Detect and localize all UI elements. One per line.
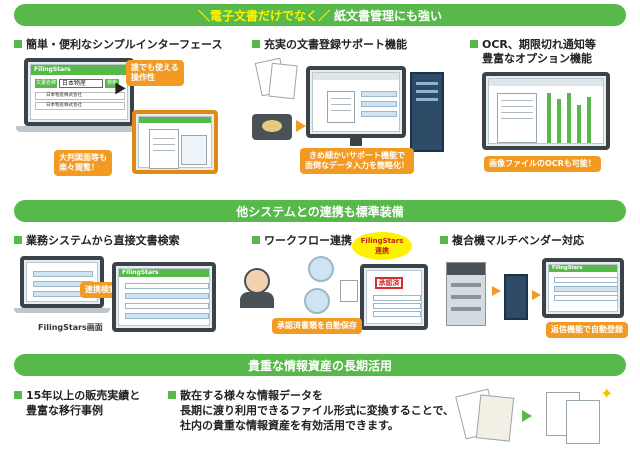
app-header: FilingStars: [31, 65, 127, 75]
sparkle-icon: ✦: [600, 384, 614, 403]
green-square-icon: [252, 236, 260, 244]
arrow-right-icon: [532, 290, 541, 300]
result-row[interactable]: 日本物産株式会社: [35, 102, 125, 110]
scanner-icon: [252, 114, 292, 140]
feature-direct-search-title: 業務システムから直接文書検索: [14, 234, 180, 248]
callout-large-drawings: 大判図面等も楽々閲覧！: [54, 150, 112, 176]
paper-document-icon: [268, 62, 298, 100]
paper-document-icon: [340, 280, 358, 302]
banner-system-integration: 他システムとの連携も標準装備: [14, 200, 626, 222]
sales-record-text: 15年以上の販売実績と 豊富な移行事例: [14, 388, 140, 418]
search-tab[interactable]: 文書名称: [35, 79, 57, 88]
user-avatar-icon: [244, 268, 270, 294]
paper-document-icon: [475, 394, 515, 442]
ocr-screen: [482, 72, 610, 150]
laptop-base: [16, 126, 142, 132]
green-square-icon: [14, 236, 22, 244]
viewer-header: [139, 117, 211, 123]
laptop-screen: FilingStars 文書名称 日本物産 検索 日本物産株式会社 日本物産株式…: [24, 58, 134, 126]
feature-ocr-title: OCR、期限切れ通知等 豊富なオプション機能: [470, 38, 596, 66]
arrow-right-icon: [492, 286, 501, 296]
arrow-right-icon: [296, 120, 306, 132]
filingstars-screen: FilingStars: [112, 262, 216, 332]
drawing-sheet: [181, 135, 207, 165]
green-square-icon: [168, 391, 176, 399]
approver-avatar-icon: [308, 256, 334, 282]
callout-easy-operation: 誰でも使える操作性: [126, 60, 184, 86]
data-conversion-text: 散在する様々な情報データを 長期に渡り利用できるファイル形式に変換することで、 …: [168, 388, 454, 433]
registration-screen: [306, 66, 406, 138]
banner-middle-text: 他システムとの連携も標準装備: [236, 204, 404, 219]
search-button[interactable]: 検索: [105, 79, 119, 88]
approved-stamp: 承認済: [375, 277, 403, 289]
callout-input-support: きめ細かいサポート機能で面倒なデータ入力を簡略化！: [300, 148, 414, 174]
laptop-base: [14, 308, 110, 313]
callout-auto-save: 承認済書類を自動保存: [272, 318, 362, 334]
filingstars-screen-caption: FilingStars画面: [38, 323, 103, 332]
banner-top-main: 紙文書管理にも強い: [334, 8, 443, 23]
green-square-icon: [252, 40, 260, 48]
server-tower-icon: [410, 72, 444, 152]
callout-ocr: 画像ファイルのOCRも可能！: [484, 156, 601, 172]
user-body-icon: [240, 292, 274, 308]
converted-document-icon: [566, 400, 600, 444]
mfp-filingstars-screen: FilingStars: [542, 258, 624, 318]
green-square-icon: [440, 236, 448, 244]
multifunction-printer-icon: [446, 262, 486, 326]
banner-top-prefix: ＼電子文書だけでなく／: [197, 8, 330, 23]
filingstars-logo: FilingStars: [34, 66, 71, 73]
arrow-right-icon: [522, 410, 532, 422]
result-row[interactable]: 日本物産株式会社: [35, 92, 125, 100]
green-square-icon: [14, 391, 22, 399]
server-tower-icon: [504, 274, 528, 320]
workflow-screen: 承認済: [360, 264, 428, 330]
feature-mfp-title: 複合機マルチベンダー対応: [440, 234, 584, 248]
monitor-stand: [350, 138, 362, 146]
feature-registration-title: 充実の文書登録サポート機能: [252, 38, 407, 52]
drawing-document: [149, 129, 179, 169]
search-field[interactable]: 日本物産: [59, 79, 103, 88]
feature-simple-interface-title: 簡単・便利なシンプルインターフェース: [14, 38, 222, 52]
scanned-document: [327, 91, 355, 123]
filingstars-logo: FilingStars: [552, 265, 583, 271]
green-square-icon: [470, 40, 478, 48]
approver-avatar-icon: [304, 288, 330, 314]
ocr-document: [497, 93, 537, 143]
banner-long-term-use: 貴重な情報資産の長期活用: [14, 354, 626, 376]
feature-workflow-title: ワークフロー連携: [252, 234, 352, 248]
banner-paper-documents: ＼電子文書だけでなく／ 紙文書管理にも強い: [14, 4, 626, 26]
callout-auto-register: 返信機能で自動登録: [546, 322, 628, 338]
filingstars-logo: FilingStars: [122, 269, 159, 276]
banner-bottom-text: 貴重な情報資産の長期活用: [247, 358, 392, 373]
green-square-icon: [14, 40, 22, 48]
callout-linked-search: 連携検索: [80, 282, 122, 298]
drawing-viewer-screen: [132, 110, 218, 174]
